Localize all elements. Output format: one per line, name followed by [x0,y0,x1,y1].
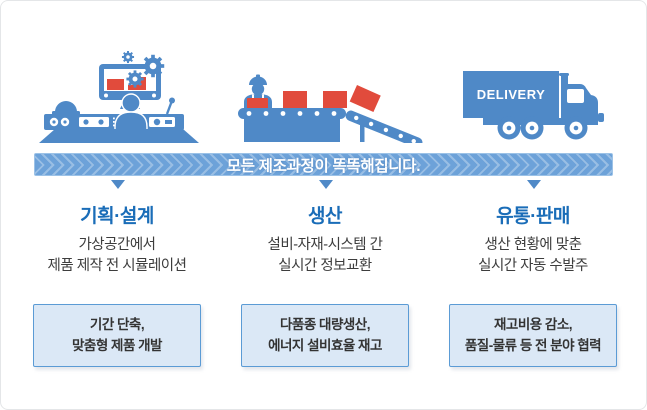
conveyor-belt-icon [238,108,346,142]
benefit-line: 맞춤형 제품 개발 [72,337,162,353]
desk-platform-icon [39,129,199,143]
beacon-lamp-icon [52,101,80,115]
red-box-icon [323,91,347,108]
banner-text: 모든 제조과정이 똑똑해집니다. [226,157,421,175]
worker-icon [244,74,272,109]
wheel-icon [564,116,588,140]
benefit-line: 재고비용 감소, [493,317,573,333]
chevron-pattern [35,164,612,175]
down-arrow-icon [111,180,125,189]
control-console-icon [44,114,184,130]
column-desc-line: 실시간 정보교환 [278,257,372,274]
gear-icon [141,54,165,78]
benefit-box-planning: 기간 단축, 맞춤형 제품 개발 [33,304,201,367]
red-box-icon [247,98,268,109]
column-title: 기획·설계 [80,206,154,227]
joystick-icon [165,97,175,115]
column-production: 생산 설비-자재-시스템 간 실시간 정보교환 [215,201,435,276]
benefit-line: 에너지 설비효율 재고 [268,337,382,353]
operator-icon [114,93,148,136]
truck-icon: DELIVERY [463,71,604,140]
column-title: 생산 [308,206,342,227]
down-arrow-icon [527,180,541,189]
gear-icon [121,51,135,64]
red-box-icon [283,91,307,108]
column-planning-design: 기획·설계 가상공간에서 제품 제작 전 시뮬레이션 [7,201,227,276]
delivery-text: DELIVERY [477,87,546,102]
red-box-icon [349,85,381,113]
benefit-box-distribution: 재고비용 감소, 품질-물류 등 전 분야 협력 [449,304,617,367]
down-arrow-icon [319,180,333,189]
production-line-illustration [238,74,423,143]
column-title: 유통·판매 [496,206,570,227]
windshield-icon [567,89,584,103]
column-desc-line: 설비-자재-시스템 간 [267,237,383,253]
benefit-line: 다품종 대량생산, [280,317,370,333]
column-desc-line: 생산 현황에 맞춘 [484,237,582,253]
column-distribution-sales: 유통·판매 생산 현황에 맞춘 실시간 자동 수발주 [423,201,643,276]
benefit-line: 품질-물류 등 전 분야 협력 [464,337,602,353]
column-desc-line: 가상공간에서 [78,237,156,253]
delivery-truck-illustration: DELIVERY [463,71,604,140]
process-banner: 모든 제조과정이 똑똑해집니다. [34,153,613,176]
column-desc-line: 제품 제작 전 시뮬레이션 [47,257,188,274]
chevron-pattern [35,154,612,165]
benefit-line: 기간 단축, [89,317,145,333]
wheel-icon [497,116,521,140]
chart-bar-icon [107,79,124,90]
benefit-box-production: 다품종 대량생산, 에너지 설비효율 재고 [241,304,409,367]
cargo-box-icon [463,71,559,118]
design-station-illustration [39,51,199,143]
gear-icon [126,70,144,88]
wheel-icon [520,116,544,140]
conveyor-ramp-icon [345,110,423,143]
bumper-icon [598,113,604,122]
column-desc-line: 실시간 자동 수발주 [478,257,588,274]
